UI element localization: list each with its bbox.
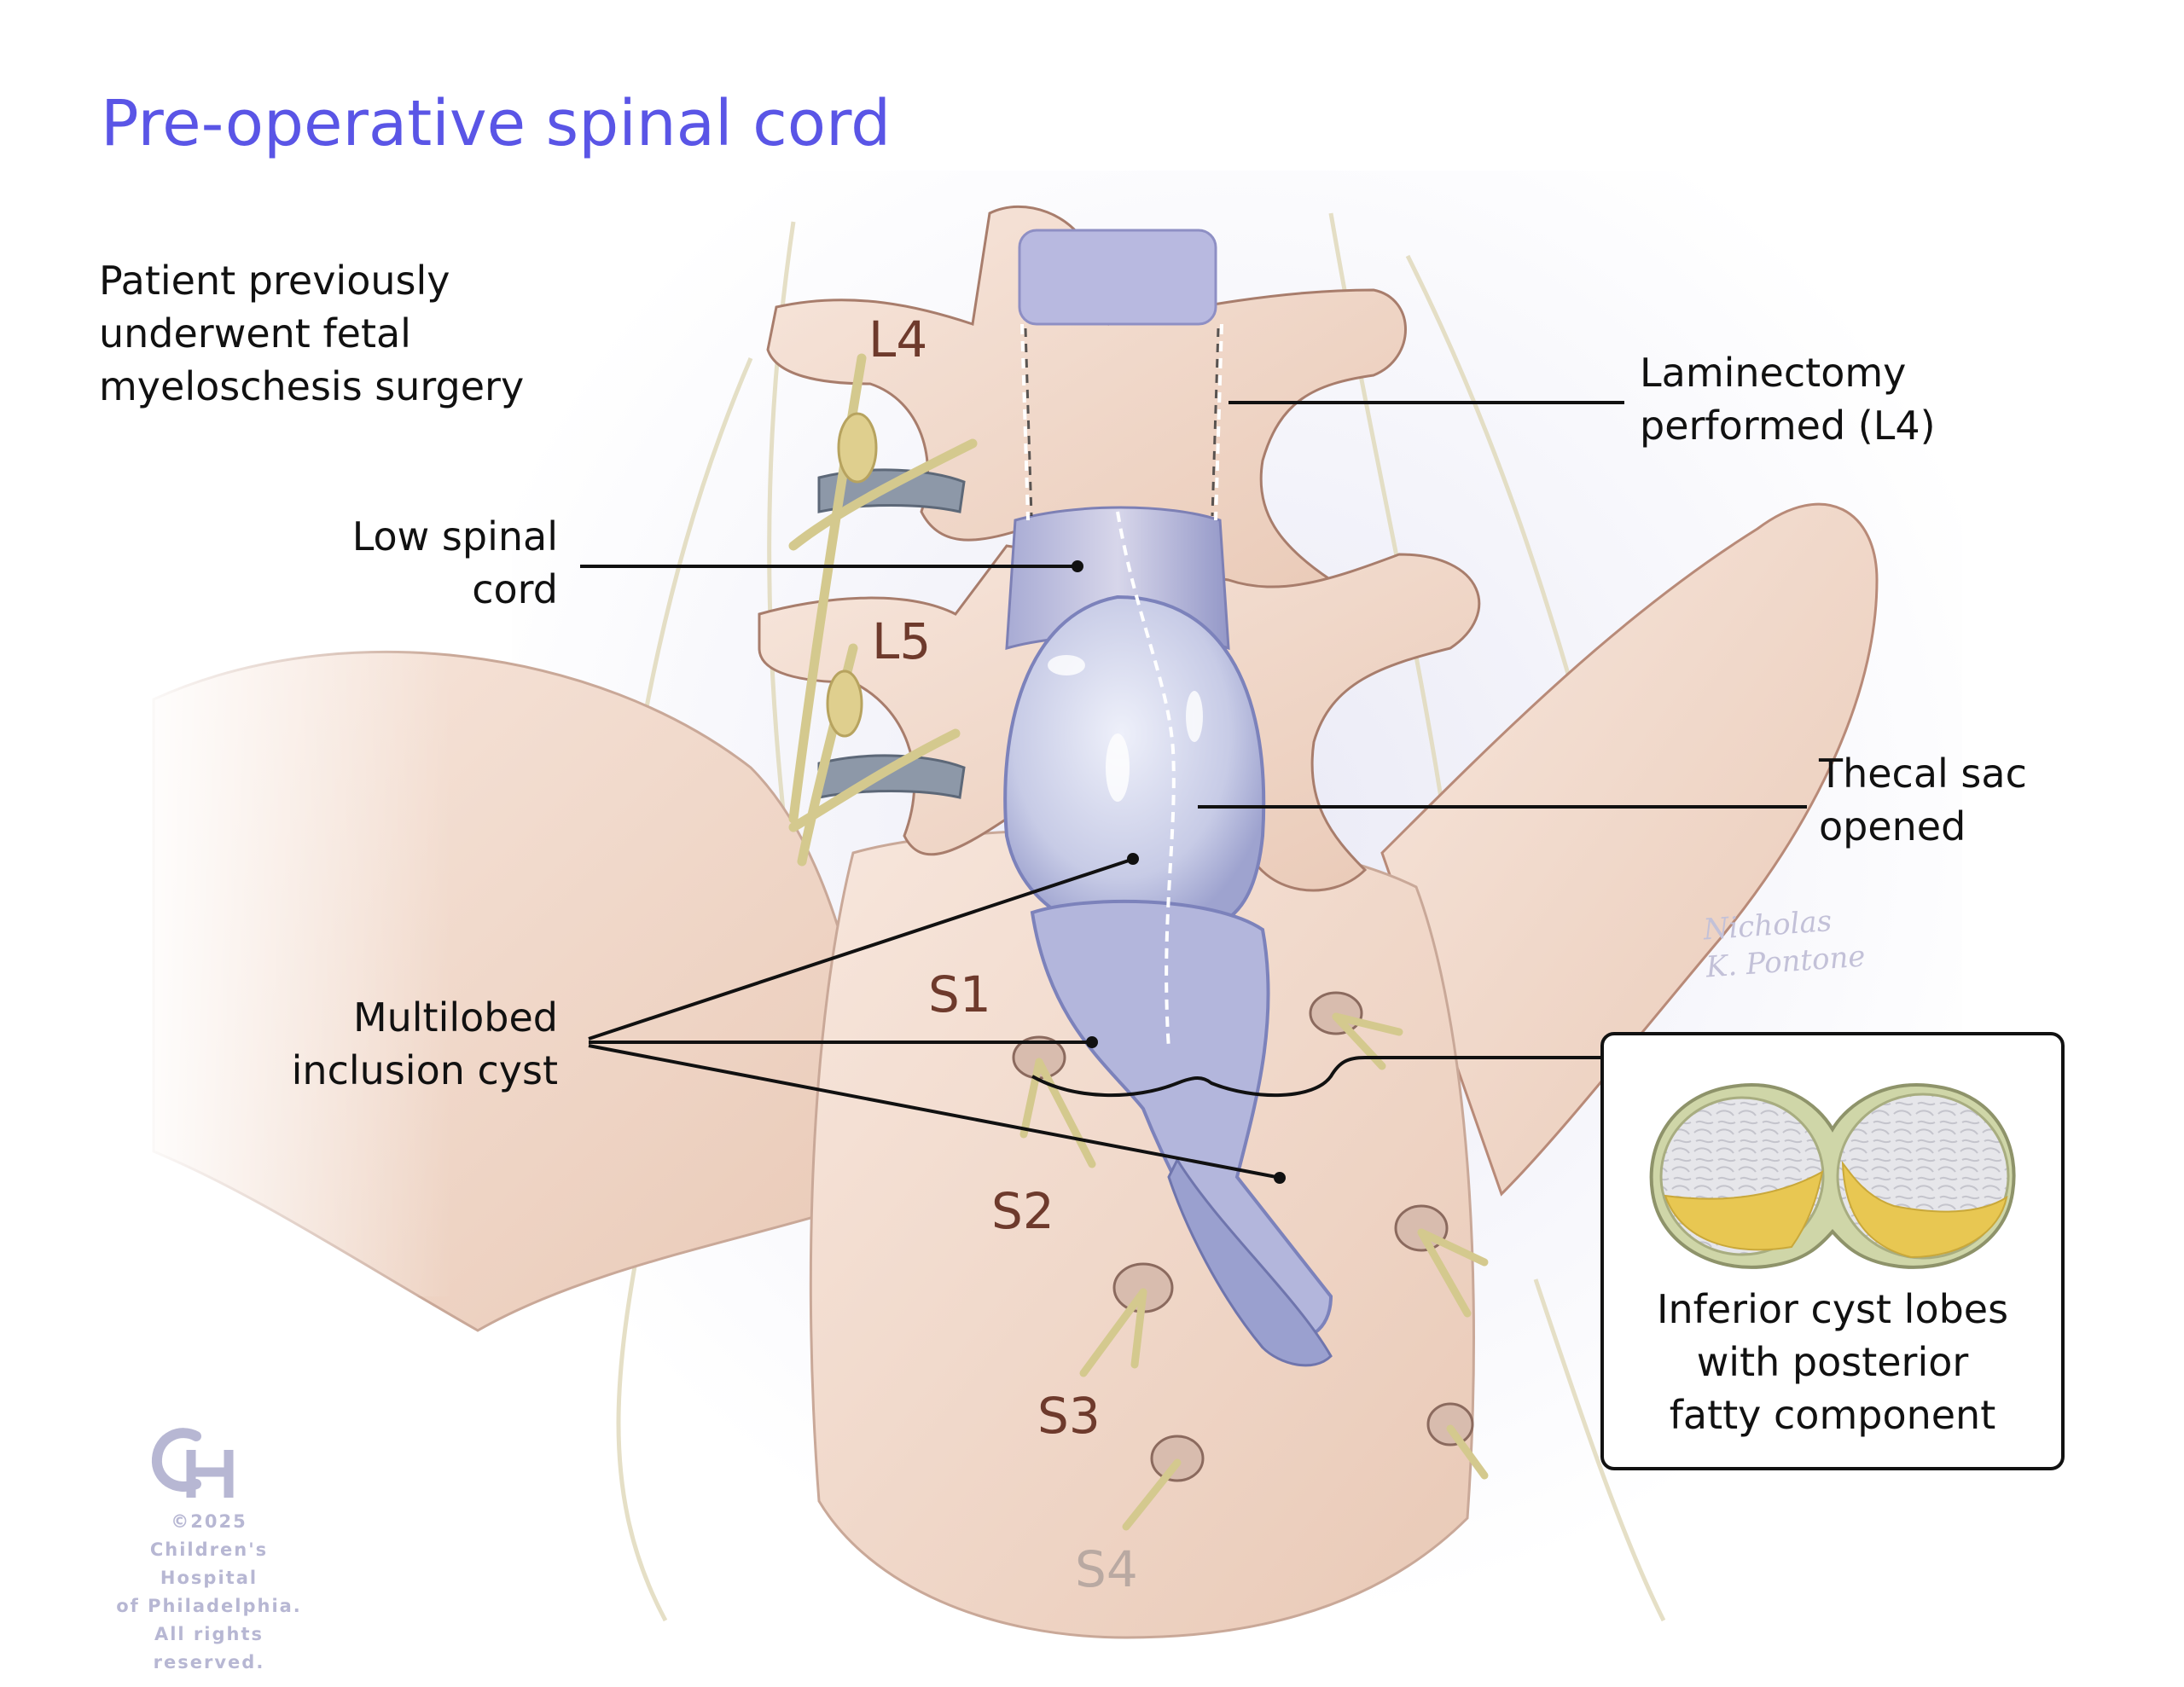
cyst-inferior-lobes [1030,899,1333,1339]
inset-cross-section: Inferior cyst lobes with posterior fatty… [1600,1032,2065,1470]
dorsal-root-ganglia [826,412,878,738]
leader-cyst-1 [588,858,1132,1041]
vertebra-label-l4: L4 [868,310,928,368]
incision-lines-dark [1024,328,1220,517]
leader-lines [580,401,1807,1184]
vertebra-label-s3: S3 [1037,1387,1101,1445]
label-laminectomy: Laminectomy performed (L4) [1640,350,1936,449]
cyst-cross-section [1649,1083,2016,1269]
incision-lines [1020,323,1223,1050]
label-low-spinal-cord: Low spinal cord [351,513,558,612]
fatty-component-left [1664,1170,1824,1251]
vertebra-label-s4: S4 [1075,1540,1138,1598]
chop-logo-icon [151,1428,234,1498]
page-title: Pre-operative spinal cord [101,87,892,160]
patient-note: Patient previously underwent fetal myelo… [99,258,525,409]
inset-caption: Inferior cyst lobes with posterior fatty… [1656,1286,2009,1438]
vertebra-label-l5: L5 [872,612,932,670]
sacral-foramina [1012,991,1474,1482]
vertebra-label-s1: S1 [928,965,991,1023]
label-inclusion-cyst: Multilobed inclusion cyst [291,994,558,1093]
bracket-inferior-lobes [1031,1056,1600,1098]
label-thecal-sac: Thecal sac opened [1819,751,2027,849]
fatty-component-right [1841,1160,2008,1259]
copyright-notice: ©2025 Children's Hospital of Philadelphi… [116,1511,302,1673]
filum-tail [1167,1157,1333,1367]
vertebra-label-s2: S2 [991,1182,1054,1240]
leader-cyst-3 [588,1044,1277,1179]
cyst-highlights [1048,655,1203,802]
artist-signature: Nicholas K. Pontone [1702,904,1867,985]
